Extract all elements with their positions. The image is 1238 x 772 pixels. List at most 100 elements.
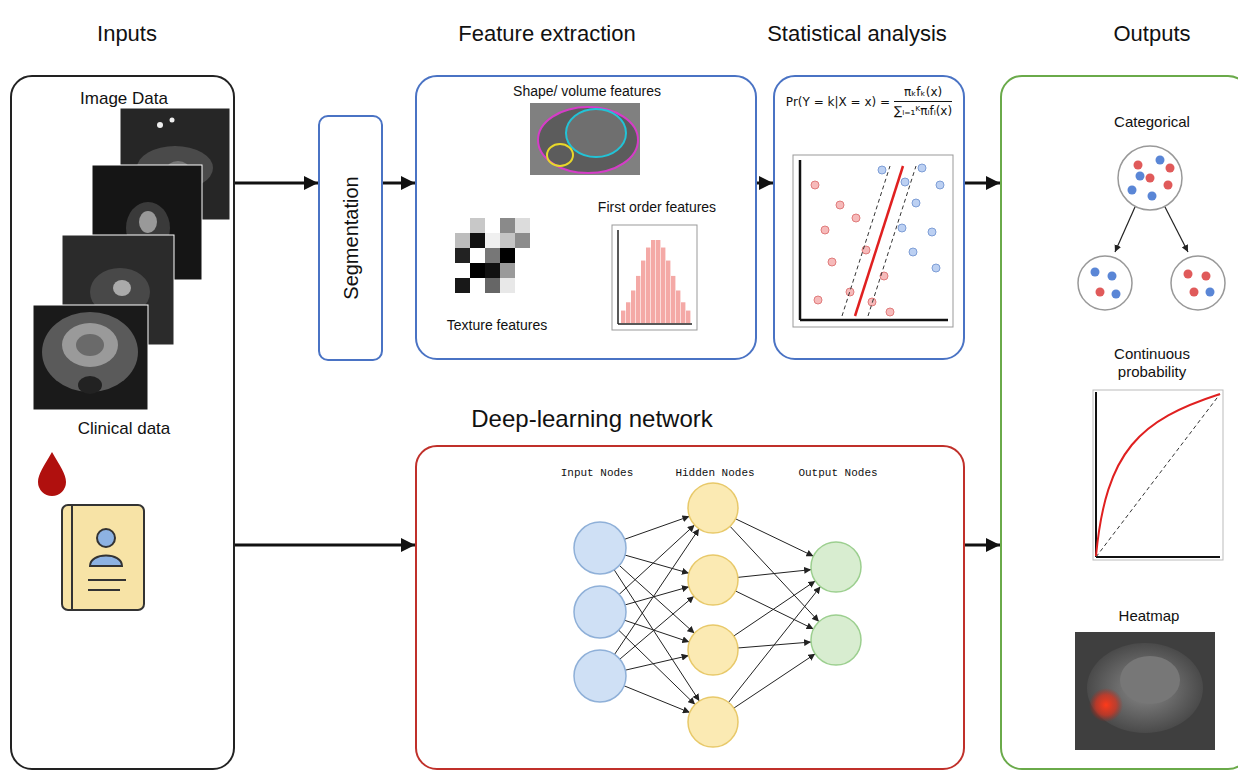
input-panel: InputsImage DataClinical data	[10, 75, 235, 770]
data-point	[828, 258, 836, 266]
category-dot	[1164, 181, 1173, 190]
texture-cell	[470, 278, 485, 293]
illustration-part	[1115, 207, 1135, 252]
illustration-part	[62, 505, 144, 610]
histogram-bar	[671, 276, 675, 323]
input-label: Image Data	[24, 89, 224, 109]
texture-cell	[500, 263, 515, 278]
network-link	[738, 570, 811, 578]
layer-label: Input Nodes	[537, 467, 657, 480]
texture-cell	[470, 218, 485, 233]
neural-network	[574, 483, 861, 747]
network-neuron	[574, 650, 626, 702]
formula-numerator: πₖfₖ(x)	[904, 85, 942, 99]
illustration-part	[157, 122, 163, 128]
histogram-bar	[621, 311, 625, 323]
deep-learning-panel: Deep-learning networkInput NodesHidden N…	[415, 445, 965, 770]
texture-cell	[455, 233, 470, 248]
illustration-part	[793, 155, 953, 327]
output-panel: OutputsCategoricalContinuous probability…	[1000, 75, 1238, 770]
network-link	[624, 686, 690, 713]
network-neuron	[811, 615, 861, 665]
illustration-part	[88, 589, 120, 591]
category-dot	[1096, 288, 1105, 297]
category-dot	[1206, 288, 1215, 297]
illustration-part	[618, 323, 692, 325]
illustration-part	[88, 579, 126, 581]
output-label: Categorical	[1052, 113, 1238, 131]
output-label: Heatmap	[1069, 607, 1229, 625]
data-point	[898, 224, 906, 232]
illustration-part	[170, 118, 175, 123]
illustration-part	[97, 529, 115, 547]
texture-cell	[470, 233, 485, 248]
category-dot	[1184, 270, 1193, 279]
flow-arrow	[235, 182, 318, 185]
illustration-part	[811, 164, 944, 316]
histogram-bar	[661, 248, 665, 323]
network-link	[734, 654, 815, 708]
flow-arrow	[235, 544, 415, 547]
data-point	[836, 201, 844, 209]
texture-cell	[515, 233, 530, 248]
network-link	[615, 529, 700, 655]
histogram	[612, 225, 697, 330]
fraction-bar	[894, 101, 952, 102]
data-point	[811, 181, 819, 189]
feature-label: Shape/ volume features	[467, 83, 707, 100]
category-dot	[1112, 290, 1121, 299]
texture-cell	[470, 248, 485, 263]
category-dot	[1146, 174, 1155, 183]
data-point	[814, 296, 822, 304]
texture-cell	[515, 218, 530, 233]
layer-label: Hidden Nodes	[655, 467, 775, 480]
data-point	[862, 246, 870, 254]
illustration-part	[113, 280, 131, 296]
network-neuron	[811, 542, 861, 592]
network-link	[620, 596, 694, 659]
category-dot	[1091, 268, 1100, 277]
category-dot	[1148, 192, 1157, 201]
illustration-part	[90, 556, 122, 567]
texture-cell	[485, 248, 500, 263]
texture-cell	[455, 218, 470, 233]
texture-grid	[455, 218, 530, 293]
network-link	[736, 519, 814, 556]
histogram-bar	[676, 290, 680, 323]
data-point	[846, 288, 854, 296]
flow-arrow	[383, 182, 415, 185]
illustration-part	[1096, 556, 1220, 558]
column-heading: Inputs	[27, 21, 227, 47]
illustration-part	[62, 323, 118, 367]
roc-curve	[1093, 390, 1223, 560]
network-link	[619, 565, 694, 633]
statistics-panel: Statistical analysisPr(Y = k|X = x) =πₖf…	[773, 75, 965, 360]
illustration-part	[800, 319, 948, 322]
network-link	[619, 525, 694, 594]
formula-denominator: ∑ₗ₌₁ᴷπₗfₗ(x)	[894, 104, 952, 118]
histogram-bar	[656, 240, 660, 323]
network-neuron	[574, 522, 626, 574]
histogram-bar	[626, 302, 630, 323]
illustration-part	[547, 144, 573, 166]
patient-record-icon	[62, 505, 144, 610]
illustration-part	[538, 107, 638, 173]
histogram-bar	[631, 290, 635, 323]
category-dot	[1128, 186, 1137, 195]
texture-cell	[500, 218, 515, 233]
formula: Pr(Y = k|X = x) =πₖfₖ(x)∑ₗ₌₁ᴷπₗfₗ(x)	[775, 85, 963, 118]
texture-cell	[515, 278, 530, 293]
illustration-part	[617, 230, 619, 324]
illustration-part	[78, 376, 102, 394]
category-dot	[1136, 172, 1145, 181]
feature-label: First order features	[572, 199, 742, 216]
illustration-part	[1096, 394, 1220, 556]
category-dot	[1166, 164, 1175, 173]
network-link	[730, 526, 819, 621]
texture-cell	[485, 233, 500, 248]
illustration-part	[1078, 256, 1132, 310]
column-heading: Feature extraction	[397, 21, 697, 47]
